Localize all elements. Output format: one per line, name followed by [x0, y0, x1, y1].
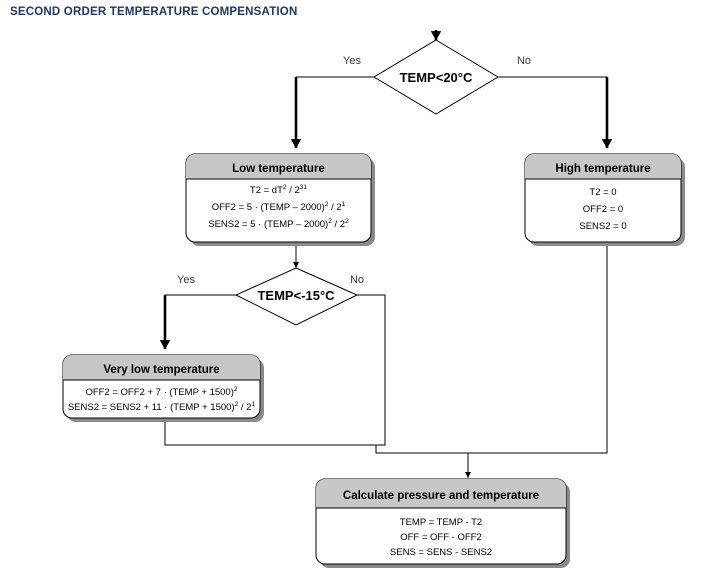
low-temperature-header-band	[186, 154, 371, 179]
high-temperature-header-band	[525, 154, 681, 179]
calculate-title: Calculate pressure and temperature	[343, 490, 539, 502]
very-low-temperature-line-1: OFF2 = OFF2 + 7 · (TEMP + 1500)2	[85, 386, 237, 398]
calculate-line-2: OFF = OFF - OFF2	[400, 532, 482, 543]
very-low-temperature-header-band	[63, 355, 260, 380]
calculate-line-1: TEMP = TEMP - T2	[400, 517, 482, 528]
node-very-low-temperature[interactable]: Very low temperature OFF2 = OFF2 + 7 · (…	[62, 354, 264, 422]
low-temperature-line-1: T2 = dT2 / 231	[250, 184, 308, 196]
calculate-header-band	[316, 479, 566, 508]
page-title: SECOND ORDER TEMPERATURE COMPENSATION	[10, 6, 298, 18]
high-temperature-title: High temperature	[555, 163, 650, 175]
decision-node-temp-20[interactable]: TEMP<20°C	[373, 39, 499, 115]
low-temperature-line-2: OFF2 = 5 · (TEMP – 2000)2 / 21	[212, 201, 346, 213]
decision-node-temp-minus15[interactable]: TEMP<-15°C	[234, 267, 359, 326]
diamond-shape-temp-minus15	[234, 267, 359, 326]
very-low-temperature-title: Very low temperature	[103, 364, 219, 376]
node-low-temperature[interactable]: Low temperature T2 = dT2 / 231 OFF2 = 5 …	[185, 153, 375, 246]
connector-d2-no-route	[357, 294, 468, 454]
calculate-line-3: SENS = SENS - SENS2	[390, 547, 492, 558]
very-low-temperature-line-2: SENS2 = SENS2 + 11 · (TEMP + 1500)2 / 21	[68, 401, 256, 413]
branch-label-d2-no: No	[350, 274, 364, 286]
connector-verylow-to-merge	[164, 419, 385, 446]
decision-label-temp-20: TEMP<20°C	[400, 70, 473, 85]
branch-label-d1-no: No	[517, 55, 531, 67]
decision-label-temp-minus15: TEMP<-15°C	[257, 288, 335, 303]
high-temperature-line-2: OFF2 = 0	[583, 204, 623, 215]
high-temperature-line-1: T2 = 0	[589, 187, 616, 198]
branch-label-d2-yes: Yes	[177, 274, 195, 286]
diamond-shape-temp-20	[373, 39, 499, 115]
low-temperature-title: Low temperature	[232, 163, 325, 175]
node-high-temperature[interactable]: High temperature T2 = 0 OFF2 = 0 SENS2 =…	[524, 153, 685, 246]
high-temperature-line-3: SENS2 = 0	[579, 221, 626, 232]
connector-high-to-merge	[468, 243, 608, 454]
node-calculate-pressure-and-temperature[interactable]: Calculate pressure and temperature TEMP …	[315, 478, 570, 568]
branch-label-d1-yes: Yes	[343, 55, 361, 67]
low-temperature-line-3: SENS2 = 5 · (TEMP – 2000)2 / 22	[208, 218, 349, 230]
